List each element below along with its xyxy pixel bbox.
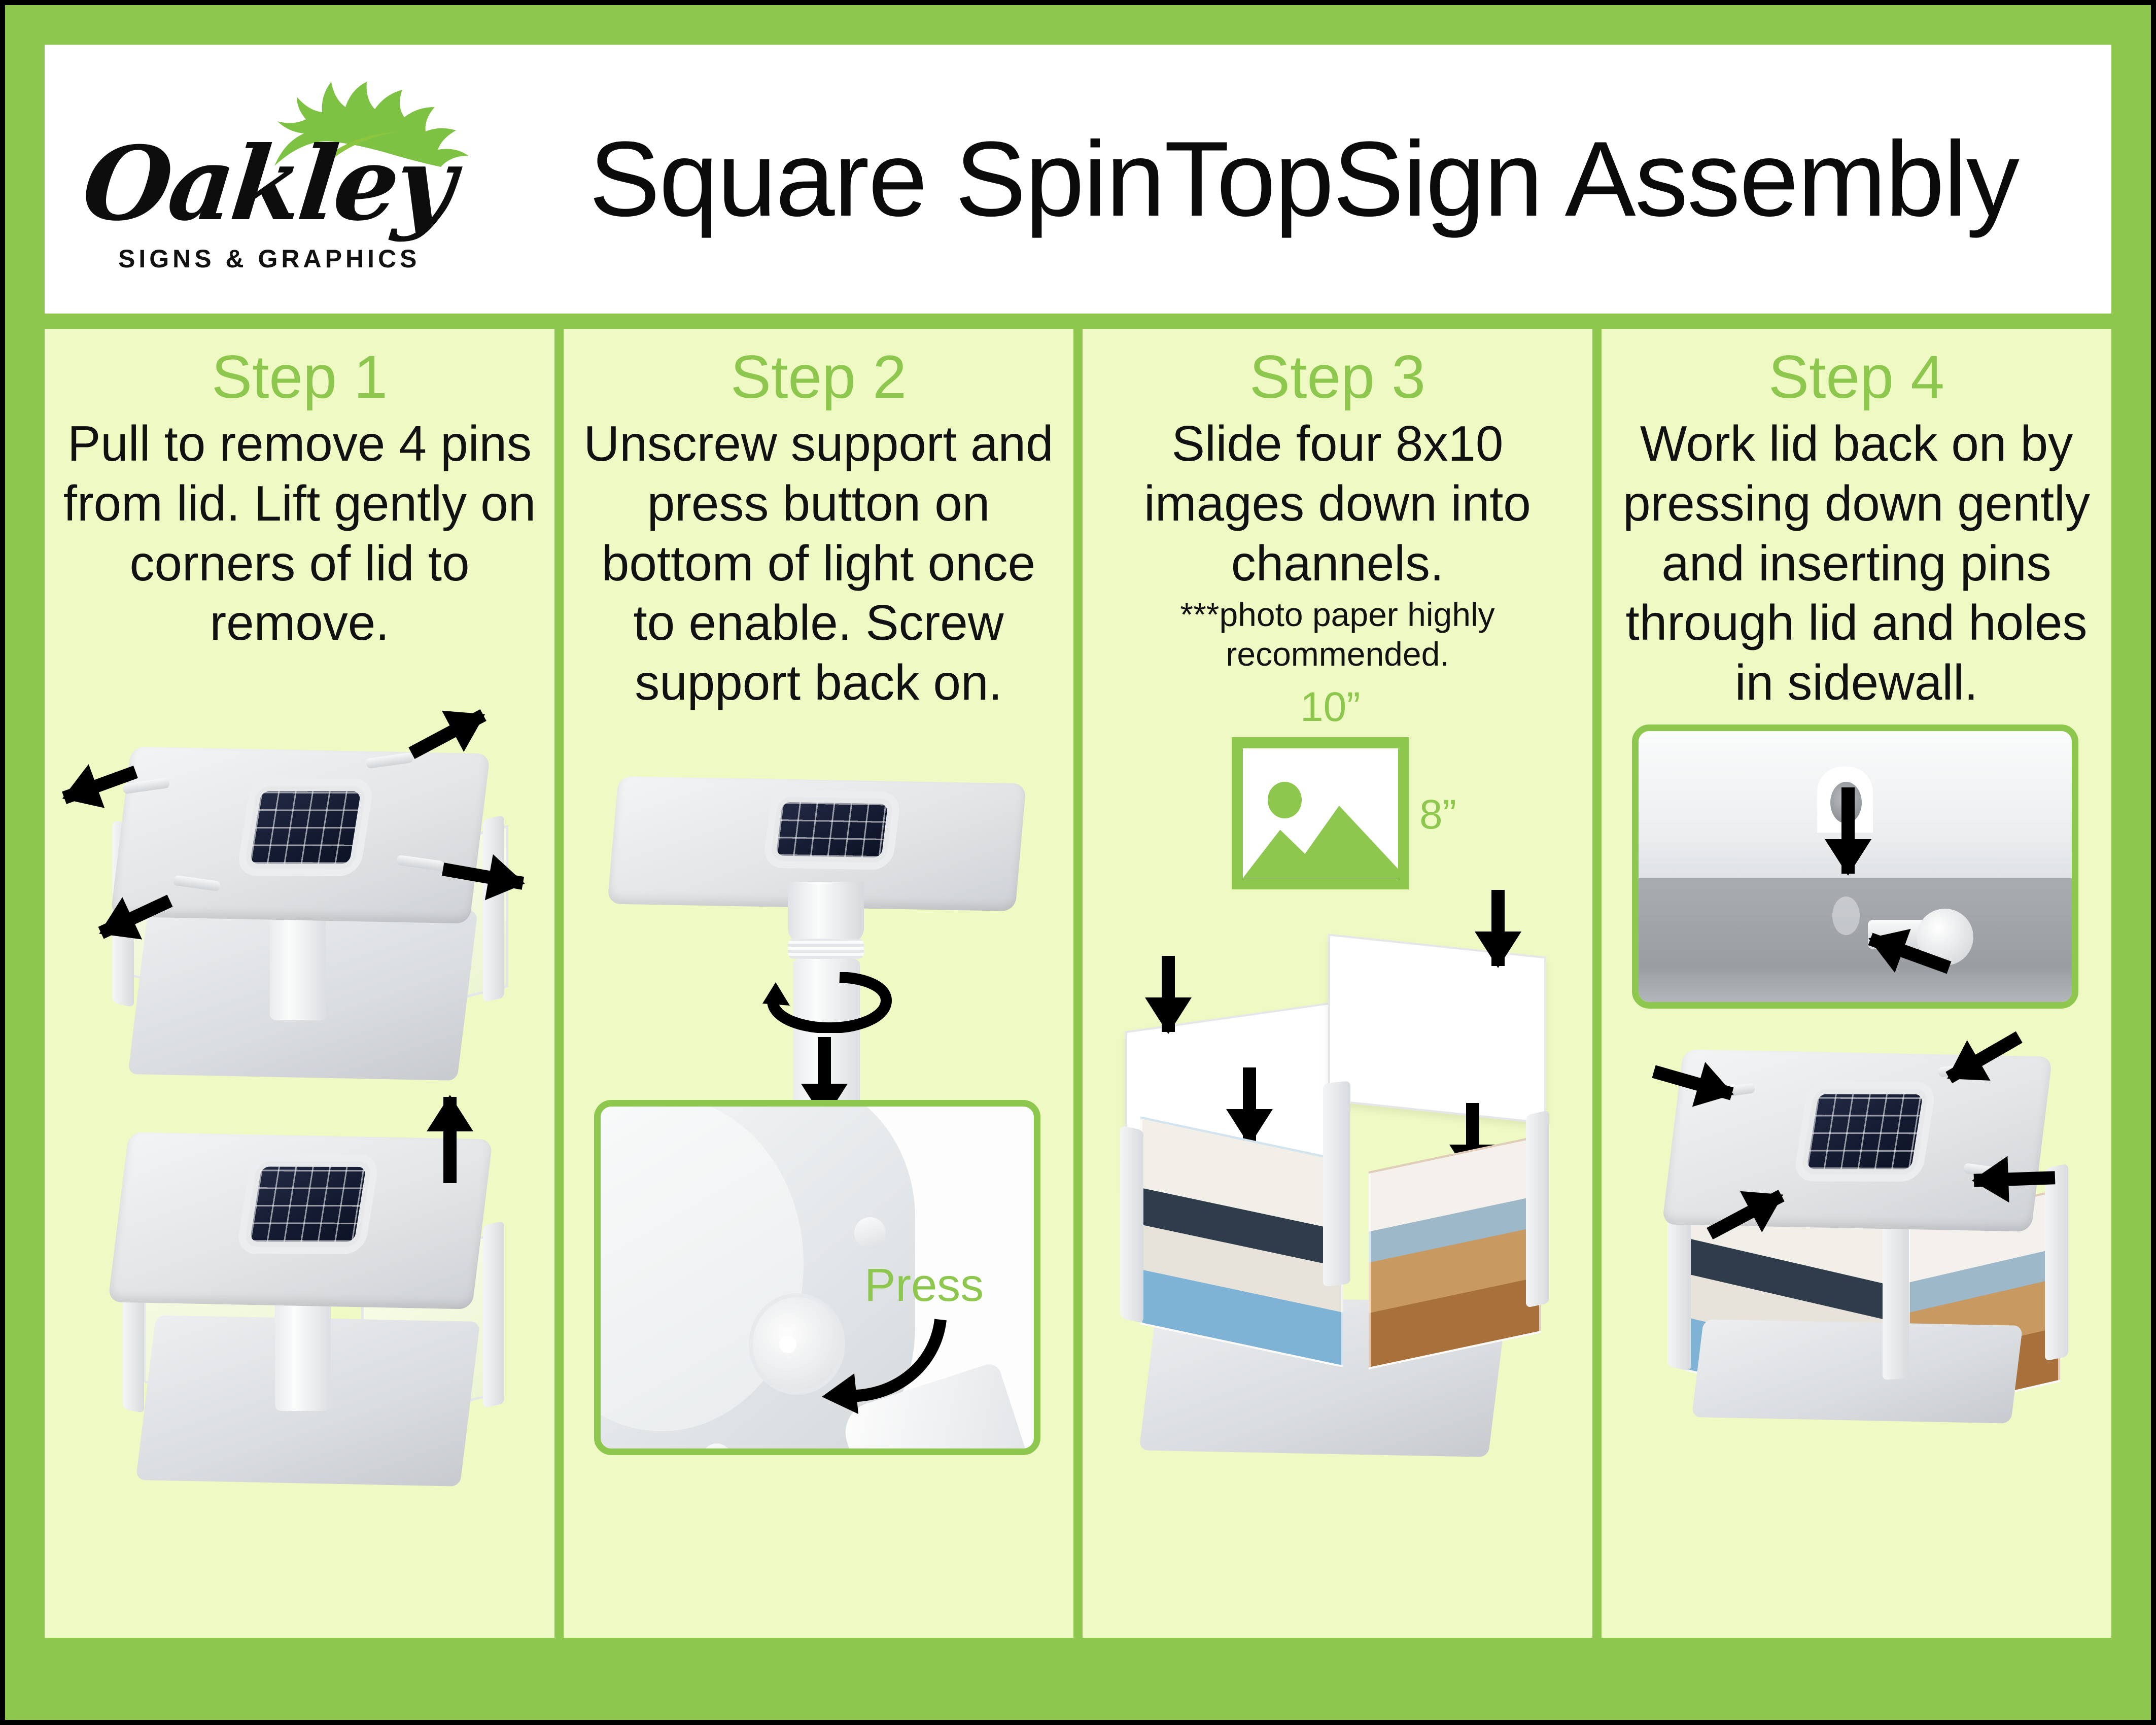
arrow-lift-lid (427, 1094, 473, 1183)
step-1-illustrations (54, 660, 537, 1638)
step-2-heading: Step 2 (731, 343, 907, 411)
step-column-3: Step 3 Slide four 8x10 images down into … (1083, 329, 1592, 1638)
image-height-label: 8” (1419, 791, 1456, 838)
photo-bedroom (1140, 1116, 1343, 1368)
header-panel: Oakley SIGNS & GRAPHICS Square SpinTopSi… (45, 45, 2111, 314)
brand-wordmark: Oakley (77, 124, 459, 244)
channel-rail-left (1120, 1125, 1143, 1323)
solar-panel-lid (770, 797, 894, 863)
sidewall-shadow (1639, 878, 2072, 1003)
picture-placeholder-icon (1232, 737, 1409, 889)
solar-panel (244, 786, 367, 869)
step-3-body: Slide four 8x10 images down into channel… (1144, 416, 1531, 591)
step-2-body: Unscrew support and press button on bott… (583, 416, 1054, 710)
image-size-diagram: 10” 8” (1201, 686, 1485, 900)
corner-rail-right-2 (483, 1221, 504, 1408)
arrow-insert-pin-side (1971, 1155, 2056, 1204)
power-button-dot (779, 1336, 796, 1354)
arrow-slide-down-2 (1226, 1067, 1273, 1146)
step-4-body: Work lid back on by pressing down gently… (1623, 416, 2090, 710)
corner-rail-right (483, 815, 504, 1003)
channel-rail-center (1323, 1081, 1350, 1287)
power-button (749, 1293, 845, 1395)
picture-sun-shape (1267, 782, 1302, 819)
solar-sign-box-lift-figure (87, 1094, 534, 1492)
oak-leaf-icon (274, 82, 468, 168)
solar-panel-4 (1800, 1089, 1929, 1175)
arrow-slide-down-3 (1475, 889, 1521, 968)
picture-mountain-shape (1243, 806, 1398, 878)
step-column-4: Step 4 Work lid back on by pressing down… (1602, 329, 2111, 1638)
base-images-figure (1110, 889, 1577, 1498)
step-3-heading: Step 3 (1249, 343, 1425, 411)
step-3-illustrations: 10” 8” (1100, 681, 1575, 1638)
brand-logo: Oakley SIGNS & GRAPHICS (45, 45, 516, 314)
page-title-container: Square SpinTopSign Assembly (516, 45, 2111, 314)
step-3-note: ***photo paper highly recommended. (1180, 596, 1495, 673)
sign-base-4 (1691, 1319, 2023, 1424)
step-2-illustrations: Press (581, 719, 1056, 1638)
step-1-heading: Step 1 (212, 343, 388, 411)
pin-hole-detail-card (1632, 724, 2078, 1009)
steps-grid: Step 1 Pull to remove 4 pins from lid. L… (45, 329, 2111, 1638)
photo-kitchen (1369, 1134, 1541, 1370)
step-column-1: Step 1 Pull to remove 4 pins from lid. L… (45, 329, 554, 1638)
sidewall-hole (1832, 896, 1860, 936)
image-width-label: 10” (1300, 683, 1361, 730)
arrow-press-button (822, 1319, 947, 1414)
screw-post-lower (702, 1443, 732, 1449)
step-4-heading: Step 4 (1768, 343, 1944, 411)
step-4-illustrations (1619, 719, 2094, 1638)
arrow-slide-down-1 (1145, 955, 1192, 1034)
press-label: Press (864, 1259, 984, 1312)
brand-tagline: SIGNS & GRAPHICS (118, 245, 421, 273)
support-threads (788, 939, 864, 959)
arrow-unscrew-rotate (762, 972, 892, 1033)
solar-sign-box-pins-figure (54, 691, 529, 1081)
step-column-2: Step 2 Unscrew support and press button … (564, 329, 1073, 1638)
step-1-body: Pull to remove 4 pins from lid. Lift gen… (63, 416, 536, 651)
page-title: Square SpinTopSign Assembly (589, 119, 2020, 238)
assembled-sign-figure (1639, 1024, 2085, 1425)
light-button-detail-card: Press (594, 1100, 1040, 1456)
channel-rail-right (1526, 1110, 1549, 1308)
lid-support-tube-figure (591, 730, 1048, 1121)
arrow-press-lid-down (1825, 787, 1871, 876)
solar-panel-2 (244, 1161, 372, 1247)
support-neck (788, 882, 864, 943)
screw-post-upper (854, 1217, 886, 1249)
